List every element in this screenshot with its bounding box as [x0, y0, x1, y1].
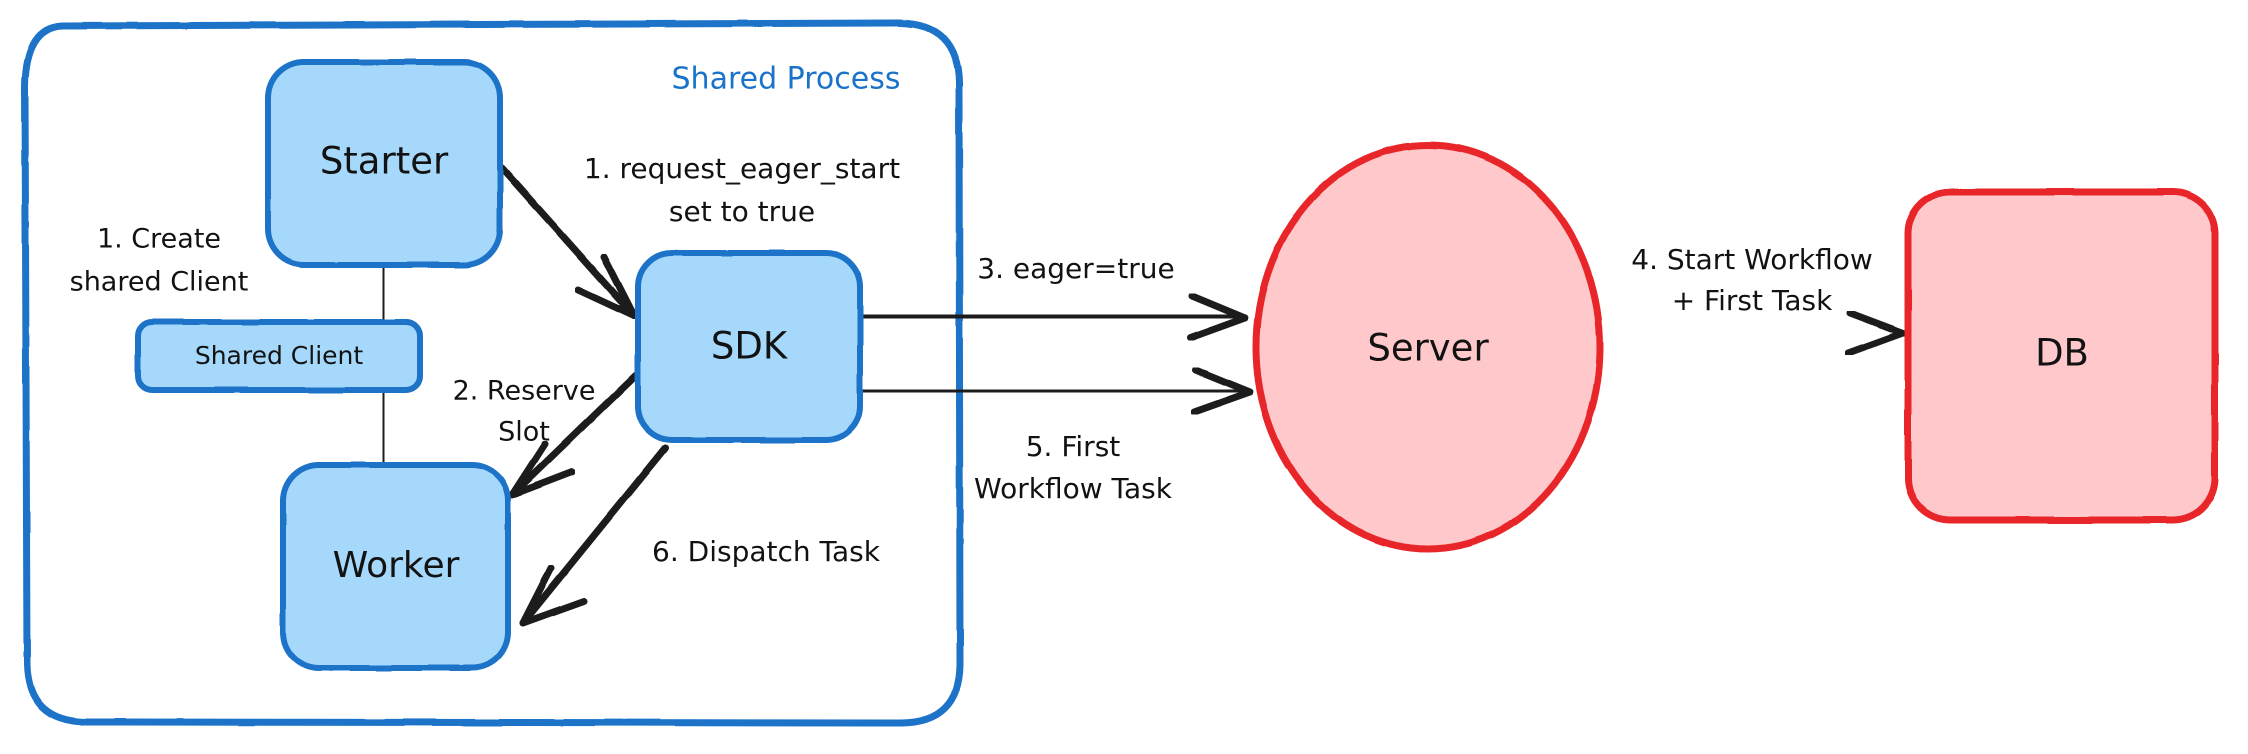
worker-label: Worker: [333, 545, 460, 586]
sdk-box[interactable]: [635, 250, 863, 443]
edge-label-line-2: set to true: [669, 195, 815, 228]
edge-label-dispatch-task: 6. Dispatch Task: [652, 535, 881, 568]
shared-client-box[interactable]: [135, 319, 423, 393]
sdk-label: SDK: [711, 325, 789, 368]
node-sdk[interactable]: SDK: [635, 250, 863, 443]
edge-starter-shared-client: [380, 262, 387, 325]
starter-label: Starter: [320, 140, 449, 183]
edge-label-line-2: + First Task: [1672, 284, 1833, 317]
edge-label-request-eager-start: 1. request_eager_start set to true: [584, 152, 900, 228]
shared-process-border: [21, 19, 964, 727]
server-ellipse[interactable]: [1252, 141, 1604, 553]
db-label: DB: [2035, 332, 2089, 375]
edge-label-line-1: 1. request_eager_start: [584, 152, 900, 185]
arrowhead-icon: [1844, 309, 1907, 357]
arrowhead-icon: [574, 253, 638, 320]
edge-label-line-2: shared Client: [70, 267, 249, 298]
edge-label-line-2: Slot: [498, 417, 550, 448]
node-shared-client[interactable]: Shared Client: [135, 319, 423, 393]
arrowhead-icon: [508, 440, 576, 499]
edge-sdk-server-eager: [858, 292, 1249, 342]
edge-label-create-shared-client: 1. Create shared Client: [70, 224, 249, 298]
edge-label-first-workflow-task: 5. First Workflow Task: [974, 430, 1173, 505]
node-starter[interactable]: Starter: [265, 59, 503, 268]
edge-shared-client-worker: [380, 387, 387, 468]
shared-client-label: Shared Client: [195, 341, 364, 370]
edge-label-line-1: 6. Dispatch Task: [652, 535, 881, 568]
edge-label-line-1: 2. Reserve: [453, 376, 596, 407]
edge-server-db: [1604, 309, 1907, 357]
edge-label-start-workflow: 4. Start Workflow + First Task: [1631, 243, 1873, 317]
edge-line: [508, 371, 640, 499]
arrowhead-icon: [519, 564, 588, 627]
server-label: Server: [1367, 327, 1489, 370]
edge-label-line-1: 4. Start Workflow: [1631, 243, 1873, 276]
group-shared-process: Shared Process: [21, 19, 964, 727]
node-server[interactable]: Server: [1252, 141, 1604, 553]
worker-box[interactable]: [280, 462, 511, 671]
edge-line: [380, 387, 387, 468]
starter-box[interactable]: [265, 59, 503, 268]
edge-line: [519, 444, 669, 627]
edge-line: [498, 164, 638, 320]
edge-sdk-worker-reserve: [508, 371, 640, 499]
node-db[interactable]: DB: [1904, 188, 2219, 524]
db-box[interactable]: [1904, 188, 2219, 524]
edge-label-eager-true: 3. eager=true: [977, 252, 1174, 285]
edge-sdk-server-first-task: [858, 366, 1254, 416]
edge-label-line-2: Workflow Task: [974, 472, 1173, 505]
shared-process-label: Shared Process: [672, 62, 901, 97]
edge-label-line-1: 1. Create: [97, 224, 221, 255]
edge-line: [380, 262, 387, 325]
node-worker[interactable]: Worker: [280, 462, 511, 671]
edge-label-line-1: 3. eager=true: [977, 252, 1174, 285]
edge-label-reserve-slot: 2. Reserve Slot: [453, 376, 596, 448]
edge-sdk-worker-dispatch: [519, 444, 669, 627]
edge-label-line-1: 5. First: [1026, 430, 1121, 463]
arrowhead-icon: [1190, 366, 1254, 416]
edge-starter-sdk: [498, 164, 638, 320]
edge-line: [858, 386, 1254, 396]
edge-line: [858, 311, 1249, 322]
arrowhead-icon: [1186, 292, 1249, 342]
